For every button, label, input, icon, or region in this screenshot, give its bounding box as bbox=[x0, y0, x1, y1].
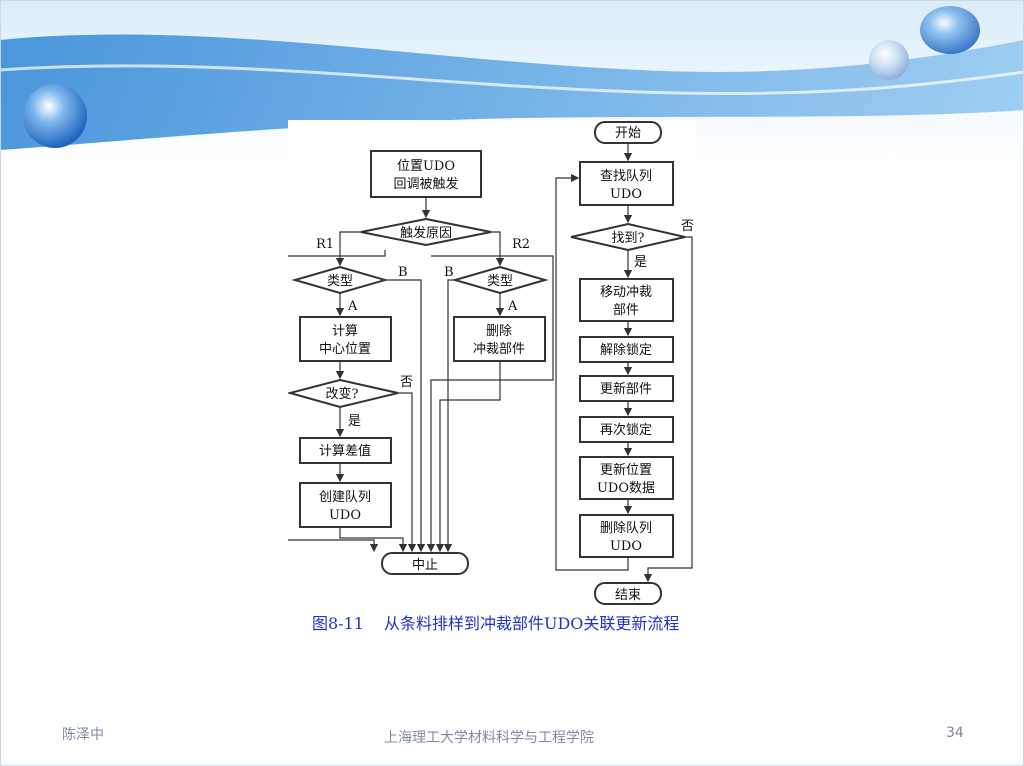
delete-queue-line2: UDO bbox=[610, 539, 642, 554]
caption-number: 图8-11 bbox=[312, 614, 364, 633]
node-trigger-reason bbox=[360, 217, 492, 247]
update-pos-line1: 更新位置 bbox=[600, 462, 652, 478]
unlock-label: 解除锁定 bbox=[600, 342, 652, 358]
orb-small bbox=[869, 40, 909, 80]
type-right-label: 类型 bbox=[487, 274, 513, 289]
create-queue-line2: UDO bbox=[329, 508, 361, 523]
node-relock bbox=[579, 416, 674, 443]
node-update-part bbox=[579, 375, 674, 402]
flowchart-figure: 位置UDO 回调被触发 触发原因 类型 类型 计算 中心位置 删除 冲裁部件 改… bbox=[286, 120, 696, 605]
update-part-label: 更新部件 bbox=[600, 381, 652, 397]
node-find-queue bbox=[579, 161, 674, 206]
edge-label-yes-found: 是 bbox=[634, 255, 647, 270]
edge-label-b-left: B bbox=[398, 265, 408, 280]
figure-caption: 图8-11 从条料排样到冲裁部件UDO关联更新流程 bbox=[288, 610, 762, 634]
node-end bbox=[594, 582, 662, 605]
delete-part-line1: 删除 bbox=[486, 324, 512, 339]
found-label: 找到? bbox=[612, 231, 645, 246]
udo-callback-line1: 位置UDO bbox=[397, 159, 455, 174]
delete-queue-line1: 删除队列 bbox=[600, 521, 652, 536]
relock-label: 再次锁定 bbox=[600, 422, 652, 438]
edge-label-a-right: A bbox=[507, 299, 518, 314]
footer-page-number: 34 bbox=[946, 725, 964, 741]
delete-part-line2: 冲裁部件 bbox=[473, 341, 525, 357]
node-delete-queue bbox=[579, 514, 674, 558]
flowchart-svg: 位置UDO 回调被触发 触发原因 类型 类型 计算 中心位置 删除 冲裁部件 改… bbox=[286, 121, 694, 605]
end-label: 结束 bbox=[615, 588, 641, 603]
trigger-reason-label: 触发原因 bbox=[400, 225, 452, 241]
edge-label-a-left: A bbox=[347, 299, 358, 314]
node-calc-diff bbox=[299, 437, 392, 464]
node-abort bbox=[381, 552, 469, 575]
edge-label-yes-changed: 是 bbox=[348, 414, 361, 429]
node-unlock bbox=[579, 336, 674, 363]
create-queue-line1: 创建队列 bbox=[319, 490, 371, 505]
node-create-queue bbox=[299, 482, 392, 528]
orb-right bbox=[920, 6, 980, 54]
node-update-pos bbox=[579, 456, 674, 500]
node-move-part bbox=[579, 278, 674, 322]
edge-label-r1: R1 bbox=[316, 237, 334, 252]
abort-label: 中止 bbox=[412, 558, 438, 573]
udo-callback-line2: 回调被触发 bbox=[393, 176, 458, 192]
move-part-line2: 部件 bbox=[613, 303, 639, 318]
node-calc-center bbox=[299, 316, 392, 362]
edge-label-no-changed: 否 bbox=[400, 375, 413, 390]
update-pos-line2: UDO数据 bbox=[597, 481, 655, 496]
footer-author: 陈泽中 bbox=[62, 727, 104, 743]
type-left-label: 类型 bbox=[327, 274, 353, 289]
edge-label-b-right: B bbox=[444, 265, 454, 280]
start-label: 开始 bbox=[615, 126, 641, 141]
changed-label: 改变? bbox=[326, 386, 359, 402]
edge-label-r2: R2 bbox=[512, 237, 530, 252]
caption-text: 从条料排样到冲裁部件UDO关联更新流程 bbox=[383, 614, 680, 633]
calc-diff-label: 计算差值 bbox=[319, 443, 371, 459]
footer-institution: 上海理工大学材料科学与工程学院 bbox=[384, 730, 594, 746]
orb-large bbox=[23, 84, 87, 148]
find-queue-line2: UDO bbox=[610, 187, 642, 202]
move-part-line1: 移动冲裁 bbox=[600, 284, 652, 300]
calc-center-line2: 中心位置 bbox=[319, 342, 371, 357]
find-queue-line1: 查找队列 bbox=[600, 169, 652, 184]
edge-label-no-found: 否 bbox=[681, 219, 694, 234]
calc-center-line1: 计算 bbox=[332, 324, 358, 339]
